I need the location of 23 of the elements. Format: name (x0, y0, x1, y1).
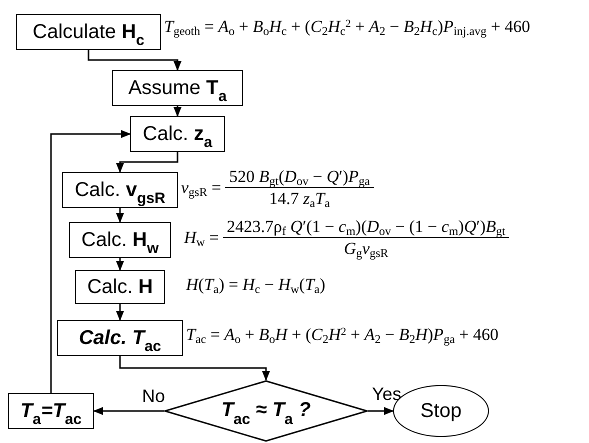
process-box: Calc. H (75, 270, 165, 304)
equation: H(T$_{a}$) = H$_{c}$ − H$_{w}$(T$_{a}$) (186, 274, 326, 298)
process-box: Calc. v$_{gsR}$ (62, 172, 178, 208)
arrow (368, 407, 394, 415)
arrow (116, 258, 124, 271)
process-box: Calc. H$_{w}$ (69, 222, 171, 258)
arrow (116, 152, 178, 173)
equation: T$_{ac}$ = A$_{o}$ + B$_{o}$H + (C$_{2}$H$^{2}$ + A$_{2}$ − B$_{2}$H)P$_{ga}$ + 460 (186, 324, 498, 348)
arrow (119, 356, 270, 381)
decision-diamond: T$_{ac}$ ≈ T$_{a}$ ? (164, 380, 368, 442)
arrow (116, 208, 124, 223)
edge-label: No (140, 387, 168, 405)
process-box: Calculate H$_{c}$ (16, 14, 161, 50)
equation: T$_{geoth}$ = A$_{o}$ + B$_{o}$H$_{c}$ + (C$_{2}$H$_{c}$$^{2}$ + A$_{2}$ − B$_{2}$H$_{c}$)P$_{inj.avg}$ + 460 (164, 16, 530, 40)
arrow (174, 106, 182, 117)
process-box: Calc. T$_{ac}$ (57, 320, 183, 356)
arrow (50, 130, 131, 393)
arrow (93, 407, 164, 415)
arrow (116, 304, 124, 321)
process-box: Assume T$_{a}$ (112, 70, 243, 106)
process-box: T$_{a}$=T$_{ac}$ (8, 393, 94, 429)
arrow (88, 50, 182, 71)
process-box: Calc. z$_{a}$ (130, 116, 225, 152)
